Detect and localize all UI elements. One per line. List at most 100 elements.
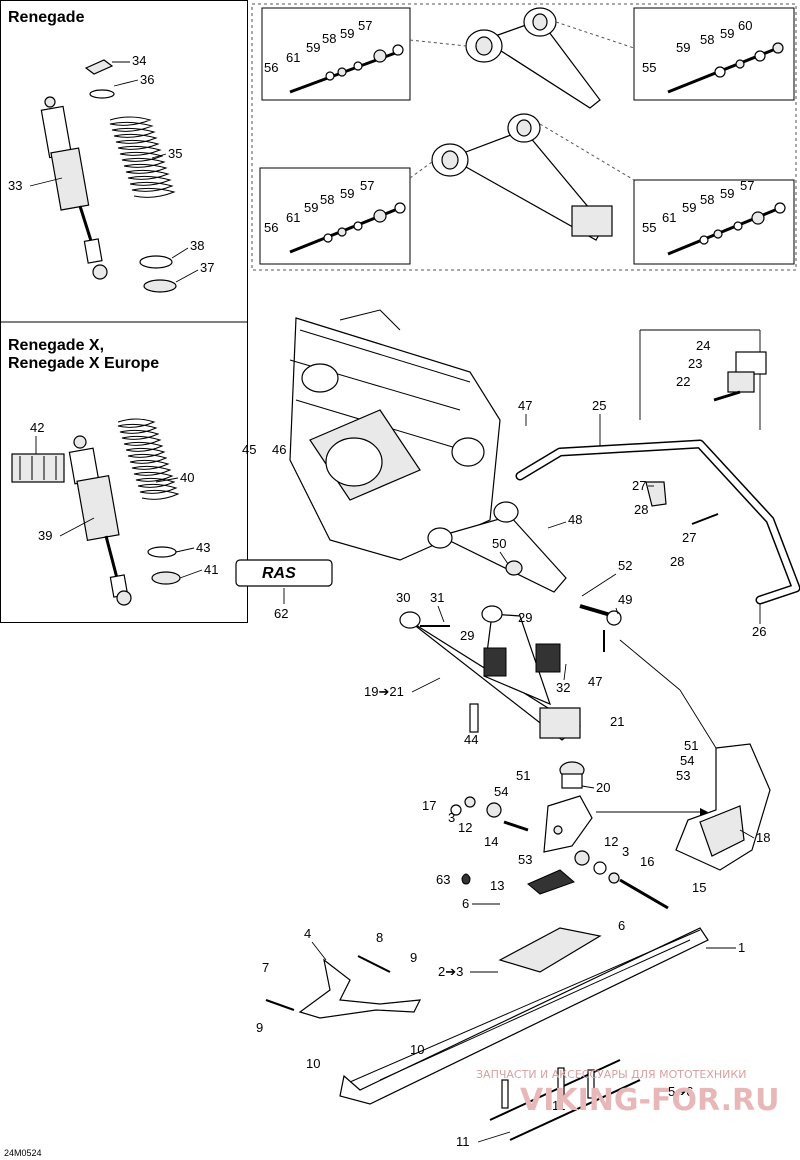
reservoir-renegade-x	[11, 453, 65, 483]
callout-12a: 12	[458, 820, 472, 835]
callout-21: 21	[610, 714, 624, 729]
callout-49: 49	[618, 592, 632, 607]
sway-link	[579, 604, 622, 652]
callout-u61: 61	[286, 50, 300, 65]
callout-45: 45	[242, 442, 256, 457]
panel-title-renegade-x-line2: Renegade X Europe	[8, 355, 159, 372]
callout-29a: 29	[460, 628, 474, 643]
callout-47b: 47	[588, 674, 602, 689]
callout-17: 17	[422, 798, 436, 813]
ras-logo-text: RAS	[262, 565, 296, 582]
callout-20: 20	[596, 780, 610, 795]
callout-53b: 53	[518, 852, 532, 867]
spring-seat-top	[89, 89, 115, 99]
callout-u56: 56	[264, 60, 278, 75]
callout-52: 52	[618, 558, 632, 573]
callout-1: 1	[738, 940, 745, 955]
shock-absorber-renegade-x	[68, 435, 132, 606]
callout-46: 46	[272, 442, 286, 457]
callout-18: 18	[756, 830, 770, 845]
callout-37: 37	[200, 260, 214, 275]
callout-28b: 28	[670, 554, 684, 569]
callout-l59a: 59	[304, 200, 318, 215]
shock-absorber-renegade	[40, 96, 108, 280]
callout-51b: 51	[516, 768, 530, 783]
callout-13: 13	[490, 878, 504, 893]
callout-35: 35	[168, 146, 182, 161]
callout-11b: 11	[456, 1134, 470, 1149]
callout-r59b: 59	[720, 26, 734, 41]
bolt-kit-lower-right	[667, 202, 786, 256]
drawing-code: 24M0524	[4, 1148, 42, 1158]
callout-39: 39	[38, 528, 52, 543]
spring-seat-bottom	[139, 255, 173, 269]
callout-l58: 58	[320, 192, 334, 207]
adjuster-cam-x	[151, 571, 181, 585]
callout-l59b: 59	[340, 186, 354, 201]
callout-lr59b: 59	[720, 186, 734, 201]
bump-stop-top	[84, 59, 114, 75]
callout-u59a: 59	[306, 40, 320, 55]
panel-title-renegade-x-line1: Renegade X,	[8, 337, 104, 354]
bolt-kit-box-lower-right	[633, 179, 795, 265]
ski-runner-studs	[501, 1067, 595, 1109]
spring-seat-x	[147, 546, 177, 558]
callout-9b: 9	[256, 1020, 263, 1035]
callout-23: 23	[688, 356, 702, 371]
callout-44: 44	[464, 732, 478, 747]
callout-lr55: 55	[642, 220, 656, 235]
bolt-44	[469, 703, 479, 733]
ski-handle	[298, 958, 422, 1019]
callout-43: 43	[196, 540, 210, 555]
bushing-block-left	[483, 647, 507, 677]
bolt-kit-upper-left	[289, 44, 404, 94]
callout-48: 48	[568, 512, 582, 527]
callout-l56: 56	[264, 220, 278, 235]
panel-frames	[0, 0, 797, 623]
chassis-frame	[289, 309, 501, 561]
bushing-bracket	[713, 351, 767, 402]
callout-54a: 54	[680, 753, 694, 768]
callout-31: 31	[430, 590, 444, 605]
callout-51a: 51	[684, 738, 698, 753]
callout-l61: 61	[286, 210, 300, 225]
callout-lr59a: 59	[682, 200, 696, 215]
callout-u58: 58	[322, 31, 336, 46]
callout-9a: 9	[410, 950, 417, 965]
grease-drop	[461, 873, 471, 885]
bolt-kit-lower-left	[289, 202, 406, 254]
callout-40: 40	[180, 470, 194, 485]
cotter-pin	[691, 513, 719, 525]
callout-25: 25	[592, 398, 606, 413]
callout-2-3: 2➔3	[438, 964, 463, 979]
callout-62: 62	[274, 606, 288, 621]
callout-l57: 57	[360, 178, 374, 193]
callout-r58: 58	[700, 32, 714, 47]
bolt-8	[357, 955, 391, 973]
link-bracket	[645, 481, 667, 507]
callout-r60: 60	[738, 18, 752, 33]
callout-54b: 54	[494, 784, 508, 799]
callout-29b: 29	[518, 610, 532, 625]
callout-27b: 27	[682, 530, 696, 545]
callout-11a: 11	[552, 1098, 566, 1113]
callout-3a: 3	[448, 810, 455, 825]
spindle-bolt-kit-left	[450, 796, 529, 832]
upper-a-arm	[427, 501, 567, 593]
ras-decal: RAS	[235, 559, 333, 587]
callout-36: 36	[140, 72, 154, 87]
bolt-kit-box-upper-left	[261, 7, 411, 101]
callout-38: 38	[190, 238, 204, 253]
callout-42: 42	[30, 420, 44, 435]
callout-28a: 28	[634, 502, 648, 517]
callout-22: 22	[676, 374, 690, 389]
bushing-block-right	[535, 643, 561, 673]
a-arm-lower-top	[431, 113, 613, 241]
a-arm-upper-top	[465, 7, 601, 109]
callout-53a: 53	[676, 768, 690, 783]
callout-47a: 47	[518, 398, 532, 413]
callout-16: 16	[640, 854, 654, 869]
ball-joint	[559, 761, 585, 789]
bolt-kit-upper-right	[667, 42, 784, 94]
